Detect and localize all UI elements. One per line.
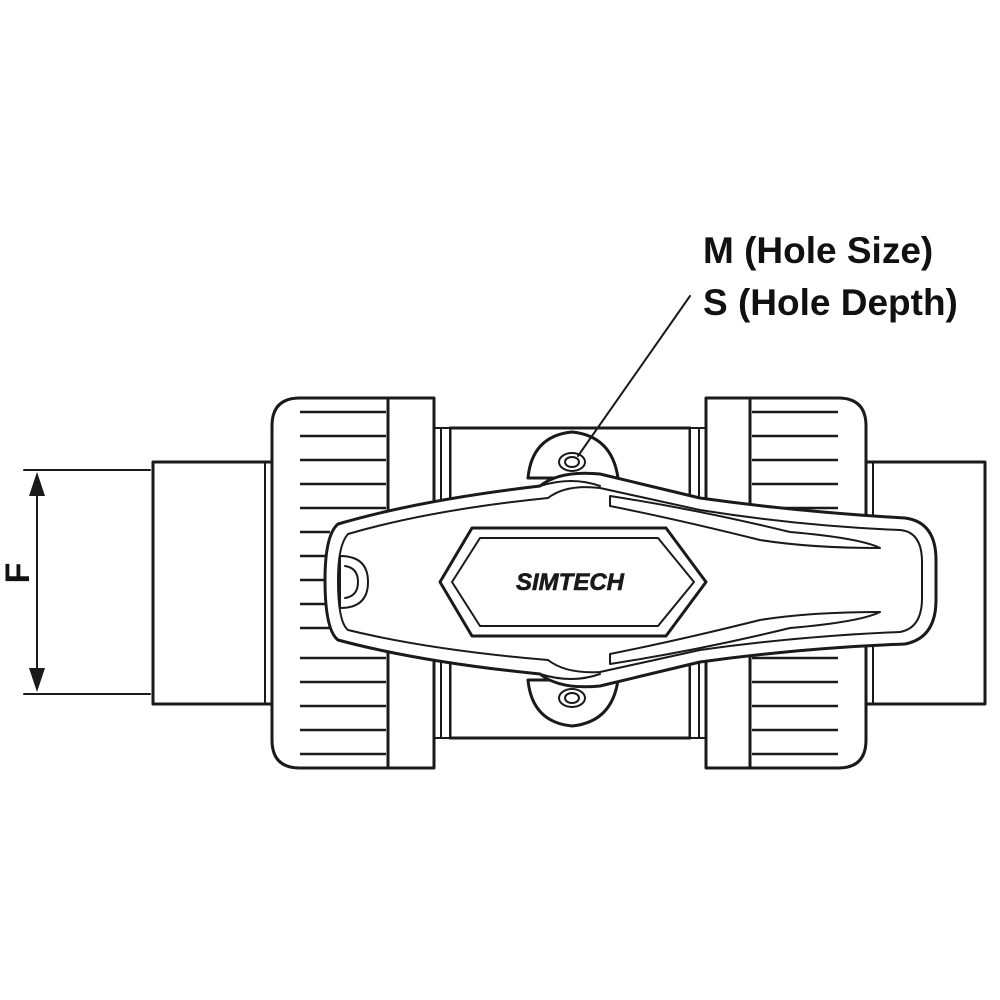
bottom-mounting-boss <box>526 678 620 728</box>
top-mounting-boss <box>526 430 620 480</box>
left-pipe-socket <box>151 460 275 706</box>
hole-leader-line <box>577 295 691 457</box>
valve-handle: SIMTECH <box>323 471 938 689</box>
dimension-f <box>23 469 151 695</box>
brand-logo: SIMTECH <box>516 569 625 596</box>
hole-size-label: M (Hole Size) <box>703 230 934 271</box>
dimension-f-label: F <box>0 562 37 584</box>
hole-depth-label: S (Hole Depth) <box>703 282 958 323</box>
